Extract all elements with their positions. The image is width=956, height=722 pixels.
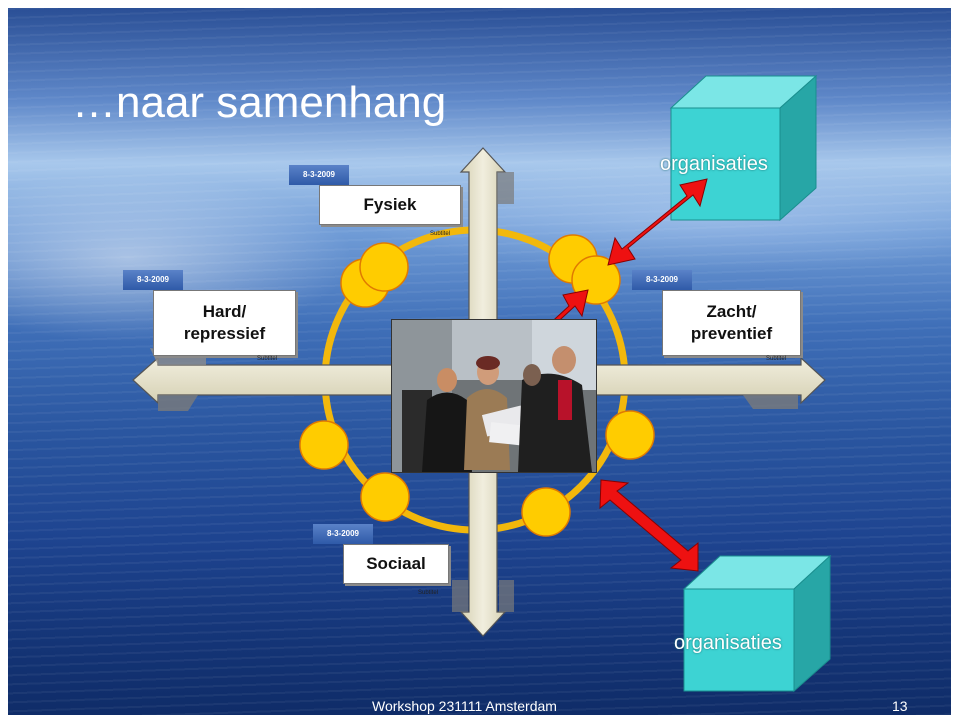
node (605, 410, 655, 460)
node (360, 472, 410, 522)
subtitle-left: Subtitel (257, 356, 278, 362)
node (359, 242, 409, 292)
slide: …naar samenhang (8, 8, 951, 715)
label-hard-repressief: Hard/ repressief (153, 290, 296, 356)
cube-bottom-right (682, 554, 832, 693)
top-head-shadow (497, 172, 514, 204)
organisaties-label-bottom: organisaties (674, 632, 782, 654)
date-tab-right: 8-3-2009 (632, 270, 692, 290)
label-sociaal: Sociaal (343, 544, 449, 584)
label-hard-line1: Hard/ (202, 302, 247, 321)
subtitle-top: Subtitel (430, 231, 451, 237)
label-zacht-line2: preventief (690, 324, 773, 343)
page-number: 13 (892, 698, 908, 714)
label-zacht-line1: Zacht/ (706, 302, 757, 321)
cube-top-right (669, 74, 818, 222)
label-hard-line2: repressief (183, 324, 266, 343)
date-tab-top: 8-3-2009 (289, 165, 349, 185)
label-sociaal-text: Sociaal (366, 554, 426, 573)
bottom-head-shadow (499, 580, 514, 612)
date-tab-bottom: 8-3-2009 (313, 524, 373, 544)
double-arrow-bottom-right (599, 479, 699, 572)
label-fysiek-text: Fysiek (363, 195, 417, 214)
photo-image (392, 320, 596, 472)
organisaties-label-top: organisaties (660, 153, 768, 175)
footer-text: Workshop 231111 Amsterdam (372, 698, 557, 714)
slide-title: …naar samenhang (72, 78, 447, 127)
ring-nodes (299, 234, 655, 537)
left-head-shadow (158, 395, 198, 411)
subtitle-right: Subtitel (766, 356, 787, 362)
right-head-shadow (743, 395, 798, 409)
bottom-left-head-shadow (452, 580, 468, 612)
node (521, 487, 571, 537)
label-fysiek: Fysiek (319, 185, 461, 225)
group-photo (391, 319, 597, 473)
date-tab-left: 8-3-2009 (123, 270, 183, 290)
subtitle-bottom: Subtitel (418, 590, 439, 596)
double-arrow-top-right (607, 178, 708, 266)
label-zacht-preventief: Zacht/ preventief (662, 290, 801, 356)
node (299, 420, 349, 470)
